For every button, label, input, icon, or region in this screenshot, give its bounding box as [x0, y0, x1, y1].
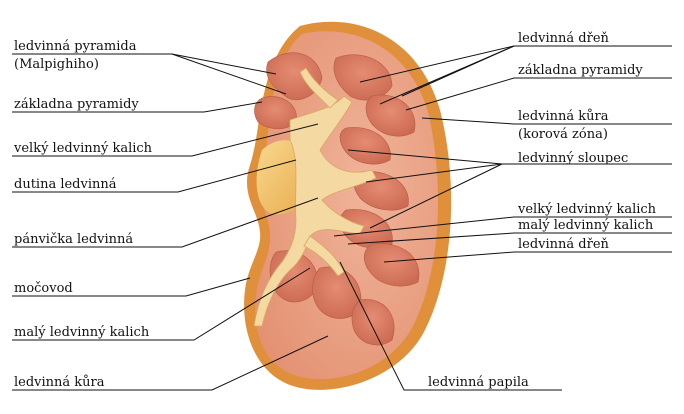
label-renal-pelvis: pánvička ledvinná	[14, 232, 133, 247]
label-renal-medulla-top: ledvinná dřeň	[518, 31, 610, 46]
label-pyramid-base-right: základna pyramidy	[518, 63, 643, 78]
kidney-illustration	[244, 21, 452, 390]
label-renal-cortex-right: ledvinná kůra	[518, 108, 609, 124]
leader-lines	[12, 45, 672, 391]
label-renal-cortex-right-sub: (korová zóna)	[518, 127, 608, 142]
label-renal-medulla-bottom: ledvinná dřeň	[518, 237, 610, 252]
label-minor-calyx-left: malý ledvinný kalich	[14, 325, 150, 340]
label-renal-sinus: dutina ledvinná	[14, 177, 117, 192]
right-labels: ledvinná dřeň základna pyramidy ledvinná…	[517, 31, 657, 252]
label-renal-column: ledvinný sloupec	[518, 151, 628, 166]
label-renal-cortex-left: ledvinná kůra	[14, 374, 105, 390]
renal-pelvis-calyces	[253, 67, 377, 327]
label-major-calyx-right: velký ledvinný kalich	[517, 202, 657, 217]
label-renal-pyramid: ledvinná pyramida	[14, 39, 137, 54]
left-labels: ledvinná pyramida (Malpighiho) základna …	[13, 39, 153, 390]
label-ureter: močovod	[14, 281, 73, 296]
label-renal-pyramid-sub: (Malpighiho)	[14, 57, 99, 72]
renal-pyramids	[254, 52, 420, 346]
label-minor-calyx-right: malý ledvinný kalich	[518, 218, 654, 233]
label-major-calyx-left: velký ledvinný kalich	[13, 141, 153, 156]
bottom-labels: ledvinná papila	[428, 375, 529, 390]
label-pyramid-base-left: základna pyramidy	[14, 97, 139, 112]
label-renal-papilla: ledvinná papila	[428, 375, 529, 390]
